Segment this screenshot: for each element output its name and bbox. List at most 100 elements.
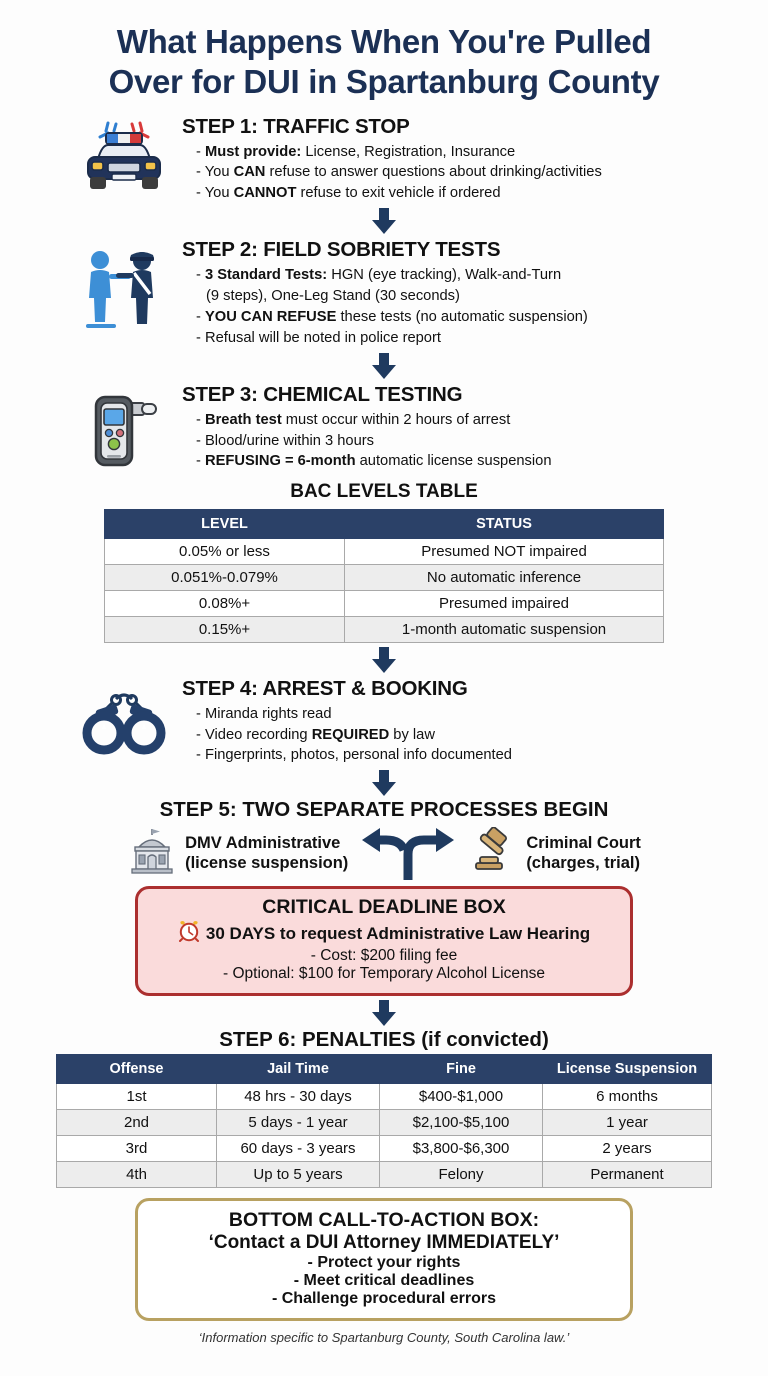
deadline-main-text: 30 DAYS to request Administrative Law He… [205,923,591,943]
page-title: What Happens When You're Pulled Over for… [0,0,768,111]
page-title-line1: What Happens When You're Pulled [116,23,652,60]
table-row: 4th Up to 5 years Felony Permanent [56,1161,712,1189]
bullet-strong: CANNOT [233,185,297,202]
step-1-heading: STEP 1: TRAFFIC STOP [182,114,410,138]
cta-item: - Meet critical deadlines [293,1272,475,1290]
police-officer-icon [72,238,176,334]
flow-arrow-3 [0,646,768,673]
bullet-plain: Fingerprints, photos, personal info docu… [204,747,512,764]
deadline-item: - Optional: $100 for Temporary Alcohol L… [223,965,545,983]
bullet: - REFUSING = 6-month automatic license s… [196,453,552,470]
cta-item: - Protect your rights [307,1254,461,1272]
cell: 4th [56,1161,217,1189]
branch-court-line1: Criminal Court [526,834,641,853]
bullet: - Fingerprints, photos, personal info do… [196,747,512,764]
step-1-bullets: - Must provide: License, Registration, I… [182,142,742,205]
step-4-bullets: - Miranda rights read - Video recording … [182,704,742,767]
step-3-body: STEP 3: CHEMICAL TESTING - Breath test m… [176,383,742,473]
step-2-bullets: - 3 Standard Tests: HGN (eye tracking), … [182,265,742,349]
step-2-heading: STEP 2: FIELD SOBRIETY TESTS [182,238,501,262]
bullet-rest: License, Registration, Insurance [301,143,516,160]
bullet-strong: REQUIRED [311,726,390,743]
flow-arrow-4 [0,770,768,797]
bullet-strong: Breath test [204,411,282,428]
step-4-arrest-booking: STEP 4: ARREST & BOOKING - Miranda right… [0,677,768,767]
bullet-pre: You [204,185,234,202]
branch-dmv: DMV Administrative (license suspension) [127,827,348,880]
column-header-level: LEVEL [104,508,345,539]
bullet: - Refusal will be noted in police report [196,329,441,346]
cell: $3,800-$6,300 [379,1135,543,1163]
deadline-box-main: 30 DAYS to request Administrative Law He… [152,920,616,947]
cell: 2 years [542,1135,712,1163]
bullet: - You CAN refuse to answer questions abo… [196,164,602,181]
gavel-icon [468,826,518,880]
branch-criminal-court: Criminal Court (charges, trial) [468,826,641,880]
column-header-offense: Offense [56,1054,217,1085]
arrow-down-icon [372,208,396,235]
cell: 1 year [542,1109,712,1137]
cta-item: - Challenge procedural errors [271,1290,497,1308]
table-row: 0.15%+ 1-month automatic suspension [104,615,664,643]
bullet-rest: refuse to exit vehicle if ordered [296,185,501,202]
cell: 48 hrs - 30 days [216,1083,380,1111]
arrow-down-icon [372,646,396,673]
spacer [0,1188,768,1192]
bullet-rest: by law [389,726,435,743]
cell: 0.08%+ [104,589,345,617]
critical-deadline-box: CRITICAL DEADLINE BOX 30 DAYS to request… [135,886,633,997]
column-header-jail-time: Jail Time [216,1054,380,1085]
cell: Permanent [542,1161,712,1189]
bullet: - Breath test must occur within 2 hours … [196,411,511,428]
table-row: 0.051%-0.079% No automatic inference [104,563,664,591]
deadline-item: - Cost: $200 filing fee [310,947,458,965]
column-header-license-suspension: License Suspension [542,1054,712,1085]
table-row: 0.08%+ Presumed impaired [104,589,664,617]
bullet-strong: 3 Standard Tests: [204,267,328,284]
table-row: 0.05% or less Presumed NOT impaired [104,537,664,565]
cell: 6 months [542,1083,712,1111]
bullet-rest: automatic license suspension [355,453,552,470]
bullet-plain: Refusal will be noted in police report [204,329,441,346]
step-4-body: STEP 4: ARREST & BOOKING - Miranda right… [176,677,742,767]
cell: $2,100-$5,100 [379,1109,543,1137]
step-3-heading: STEP 3: CHEMICAL TESTING [182,382,463,406]
cell: $400-$1,000 [379,1083,543,1111]
step-4-heading: STEP 4: ARREST & BOOKING [182,676,468,700]
cell: Up to 5 years [216,1161,380,1189]
cell: 0.15%+ [104,615,345,643]
bullet: - Miranda rights read [196,705,332,722]
government-building-icon [127,827,177,880]
step-5-heading: STEP 5: TWO SEPARATE PROCESSES BEGIN [159,798,609,822]
table-header-row: Offense Jail Time Fine License Suspensio… [56,1054,712,1085]
split-arrows-icon [358,824,458,882]
cta-subtitle: ‘Contact a DUI Attorney IMMEDIATELY’ [208,1232,560,1254]
cell: No automatic inference [344,563,664,591]
table-header-row: LEVEL STATUS [104,508,664,539]
bullet-strong: CAN [233,164,266,181]
page-title-line2: Over for DUI in Spartanburg County [108,63,660,101]
penalties-table: Offense Jail Time Fine License Suspensio… [56,1054,712,1189]
bullet: - 3 Standard Tests: HGN (eye tracking), … [196,267,562,284]
column-header-fine: Fine [379,1054,543,1085]
step-6-heading-light: (if convicted) [415,1028,549,1052]
handcuffs-icon [72,677,176,759]
bullet-continuation: (9 steps), One-Leg Stand (30 seconds) [196,286,742,307]
table-row: 2nd 5 days - 1 year $2,100-$5,100 1 year [56,1109,712,1137]
branch-court-label: Criminal Court (charges, trial) [526,833,641,873]
bullet: - YOU CAN REFUSE these tests (no automat… [196,308,588,325]
bac-levels-table: LEVEL STATUS 0.05% or less Presumed NOT … [104,508,664,643]
flow-arrow-2 [0,352,768,379]
arrow-down-icon [372,770,396,797]
breathalyzer-icon [72,383,176,473]
step-2-field-sobriety-tests: STEP 2: FIELD SOBRIETY TESTS - 3 Standar… [0,238,768,349]
branch-dmv-label: DMV Administrative (license suspension) [185,833,348,873]
cell: 0.05% or less [104,537,345,565]
bullet-rest: these tests (no automatic suspension) [336,308,588,325]
cell: 1-month automatic suspension [344,615,664,643]
step-6-heading-strong: STEP 6: PENALTIES [219,1028,416,1052]
cell: 1st [56,1083,217,1111]
step-5-branches: DMV Administrative (license suspension) [0,824,768,882]
step-2-body: STEP 2: FIELD SOBRIETY TESTS - 3 Standar… [176,238,742,349]
